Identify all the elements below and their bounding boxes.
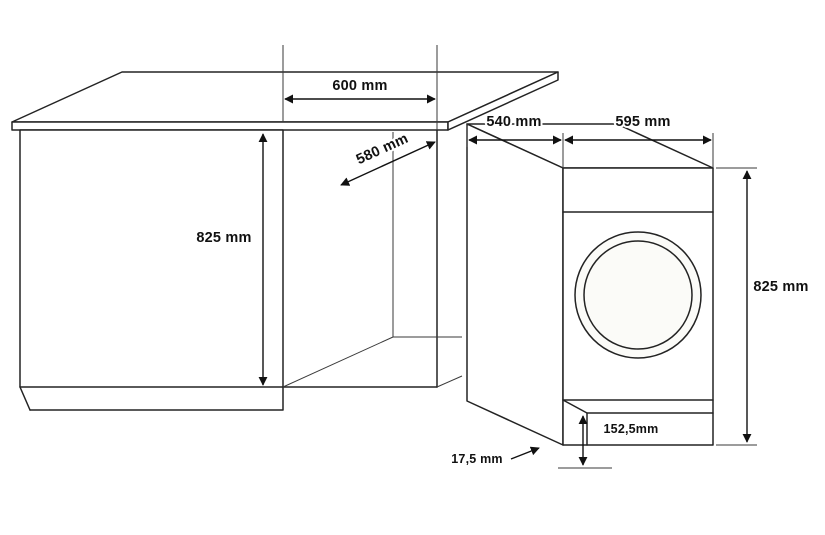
washer-feet-gap-leader-arrow [510, 446, 540, 460]
washer-left-side-face [466, 123, 564, 446]
washer-depth-dimension-label: 540 mm [486, 114, 541, 130]
cabinet-front-panel [19, 129, 284, 388]
washer-width-dimension-label: 595 mm [615, 114, 670, 130]
washer-door-outer-ring [574, 231, 702, 359]
washer-plinth-height-dimension-label: 152,5mm [604, 422, 659, 436]
cabinet-drawing: 600 mm 580 mm 825 mm [11, 45, 559, 411]
counter-right-edge [447, 71, 559, 131]
cabinet-plinth-corner [19, 386, 31, 411]
niche-depth-dimension-label: 580 mm [354, 131, 411, 168]
cabinet-plinth [29, 386, 284, 411]
counter-front-edge [11, 121, 449, 131]
washer-feet-gap-dimension-label: 17,5 mm [451, 452, 502, 466]
niche-floor-right-depth-edge [436, 375, 463, 388]
niche-height-dimension-label: 825 mm [196, 230, 251, 246]
washer-door-inner-ring [583, 240, 693, 350]
niche-width-dimension-label: 600 mm [332, 78, 387, 94]
washer-height-dimension-label: 825 mm [753, 279, 808, 295]
washer-plinth-step-edge [562, 399, 588, 414]
niche-depth-dimension-arrow [340, 141, 436, 186]
washing-machine-drawing: 540 mm 595 mm 825 mm 152,5mm 17,5 mm [449, 112, 810, 469]
niche-floor-left-depth-edge [282, 336, 394, 388]
